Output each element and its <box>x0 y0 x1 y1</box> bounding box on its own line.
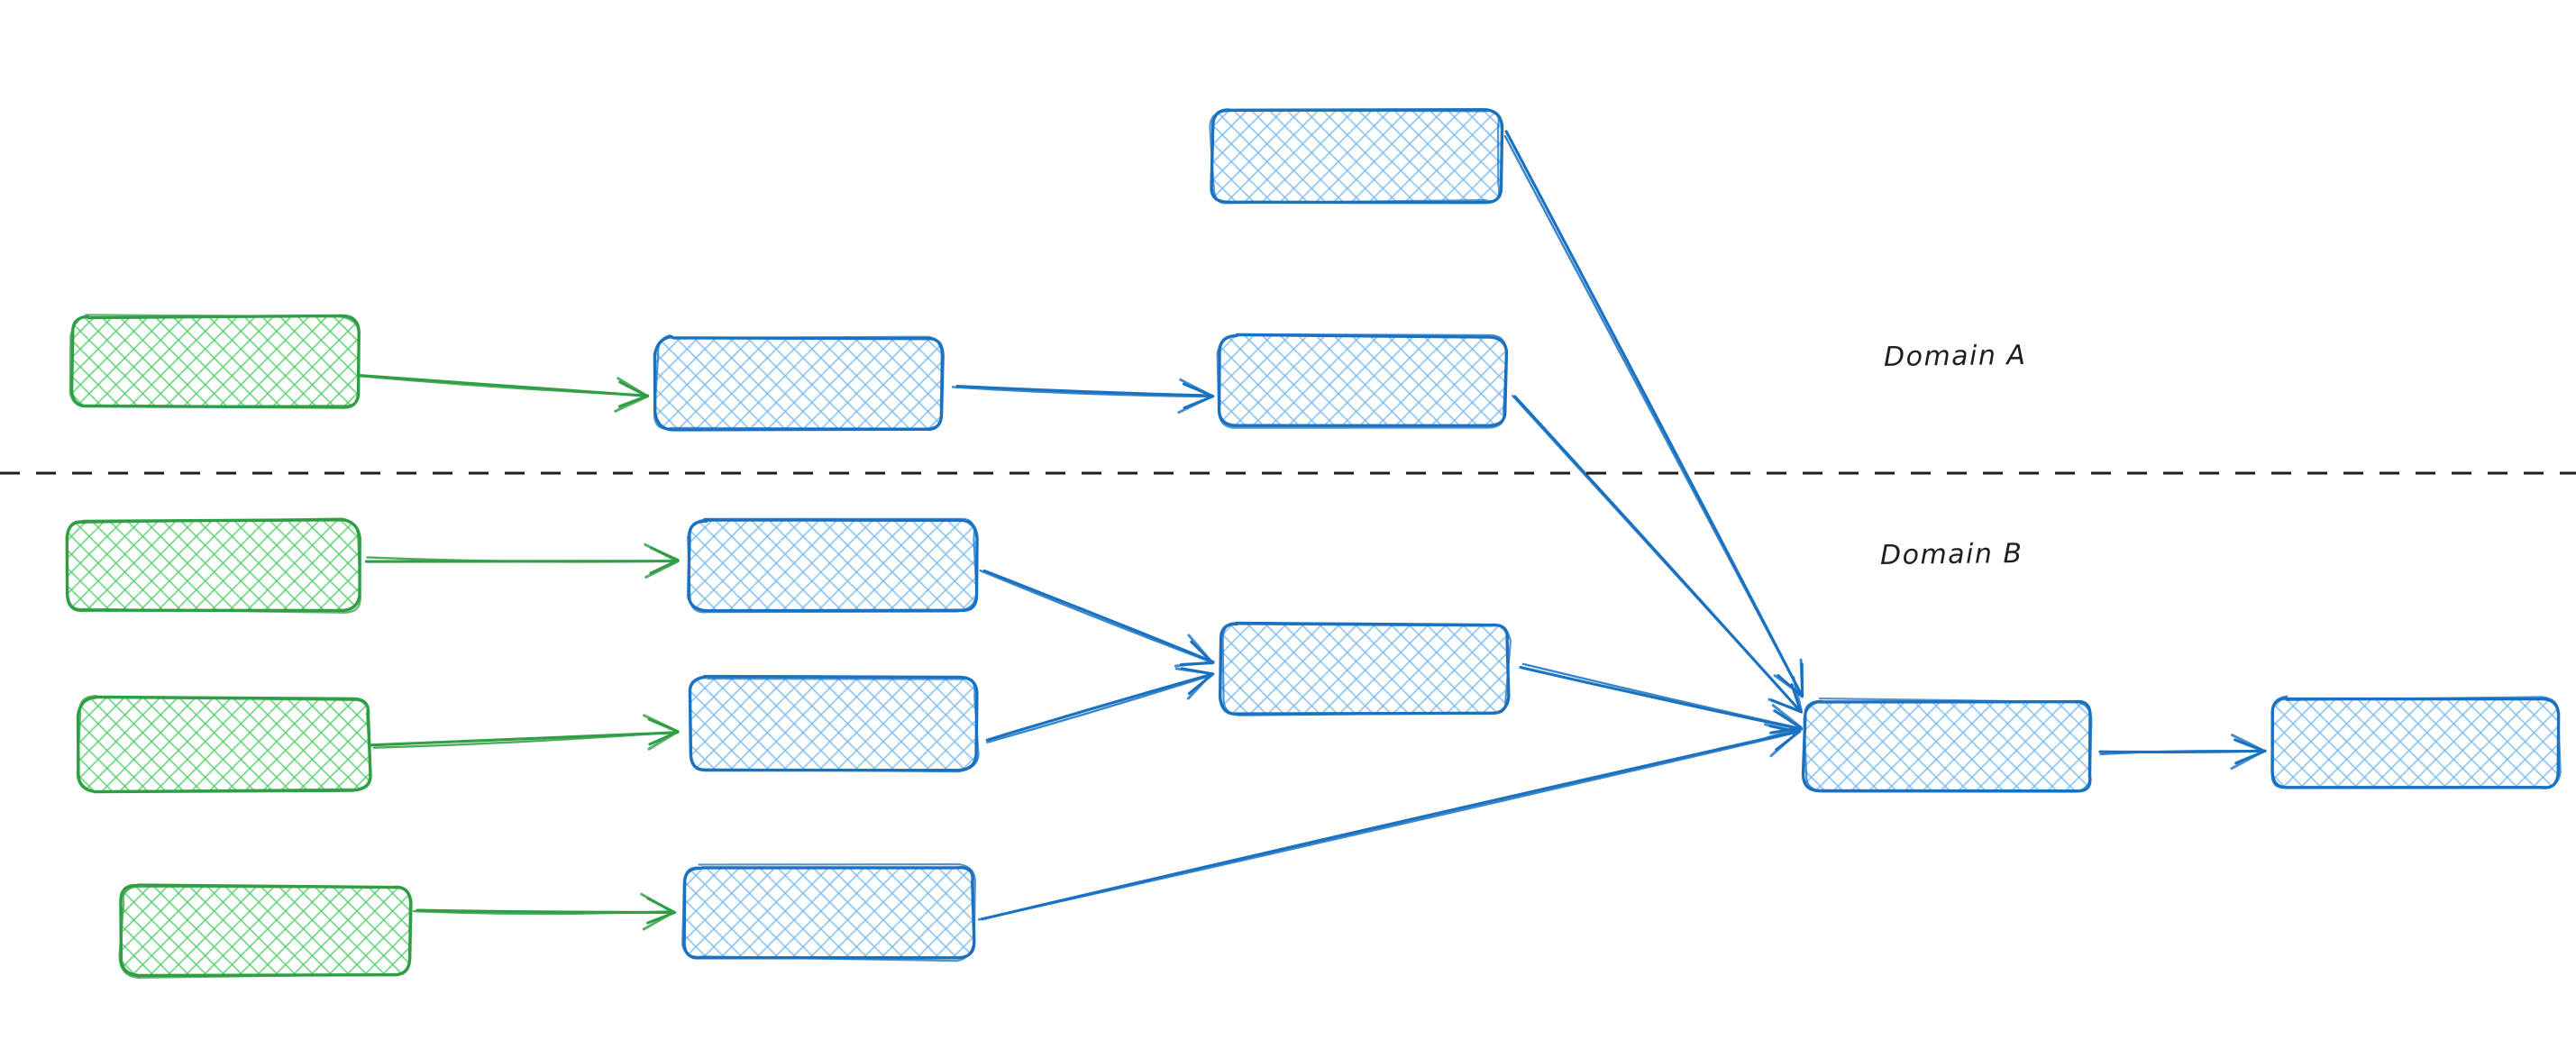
node-fill <box>1212 110 1501 203</box>
edge-stroke <box>977 730 1802 921</box>
node-a-top-1[interactable] <box>1209 107 1504 205</box>
node-fill <box>72 317 359 407</box>
edge-stroke <box>1519 665 1804 731</box>
node-outline <box>653 334 943 430</box>
node-b-proc-1[interactable] <box>687 517 979 614</box>
arrowhead <box>1768 675 1804 713</box>
node-outline <box>118 885 411 980</box>
edge-stroke <box>951 386 1214 398</box>
arrowhead <box>1177 378 1214 415</box>
edge-stroke <box>372 731 680 749</box>
node-outline <box>2270 695 2562 789</box>
edge-stroke <box>982 569 1215 664</box>
arrowhead <box>1763 723 1800 758</box>
arrowhead <box>1174 634 1214 668</box>
node-fill <box>685 867 973 959</box>
node-outline <box>1210 107 1504 205</box>
edge-b-src-3-to-b-proc-3 <box>412 892 677 931</box>
node-fill <box>1221 624 1508 714</box>
edge-b-src-1-to-b-proc-1 <box>364 543 680 579</box>
domain-a-label: Domain A <box>1883 340 2027 373</box>
node-b-sink[interactable] <box>1801 697 2093 793</box>
edge-a-proc-1-to-a-proc-2 <box>951 378 1215 415</box>
edge-layer <box>357 130 2267 931</box>
node-b-src-2[interactable] <box>76 695 372 794</box>
edge-stroke <box>986 673 1213 743</box>
node-outline <box>69 314 361 408</box>
node-layer <box>65 107 2562 980</box>
node-outline <box>1803 697 2093 793</box>
edge-b-proc-3-to-b-sink <box>977 723 1802 921</box>
node-outline <box>76 695 372 793</box>
arrowhead <box>614 377 650 413</box>
node-a-src-1[interactable] <box>69 314 361 409</box>
node-a-proc-1[interactable] <box>653 334 945 432</box>
arrowhead <box>640 892 675 931</box>
arrowhead <box>644 543 680 579</box>
edge-stroke <box>985 672 1214 742</box>
node-b-out[interactable] <box>2270 695 2562 789</box>
node-a-proc-2[interactable] <box>1216 333 1509 429</box>
edge-stroke <box>1521 662 1804 730</box>
node-b-src-1[interactable] <box>65 517 361 614</box>
edge-stroke <box>1512 395 1804 714</box>
node-fill <box>1219 336 1506 426</box>
edge-stroke <box>2099 750 2265 756</box>
edge-stroke <box>412 909 675 916</box>
arrowhead <box>643 714 680 751</box>
edge-b-merge-to-b-sink <box>1519 662 1804 740</box>
node-outline <box>66 517 361 614</box>
node-fill <box>690 521 976 611</box>
node-outline <box>1209 109 1501 205</box>
edge-stroke <box>366 556 679 563</box>
node-b-src-3[interactable] <box>118 883 413 980</box>
node-b-proc-3[interactable] <box>681 862 976 962</box>
edge-b-sink-to-b-out <box>2098 734 2267 771</box>
edge-a-top-1-to-b-sink <box>1503 130 1804 698</box>
node-outline <box>1216 333 1508 429</box>
edge-stroke <box>1503 134 1804 698</box>
edge-stroke <box>358 374 650 397</box>
node-outline <box>1221 622 1512 716</box>
arrowhead <box>1174 667 1213 700</box>
edge-a-proc-2-to-b-sink <box>1512 395 1804 714</box>
edge-a-src-1-to-a-proc-1 <box>357 374 650 413</box>
arrowhead <box>2230 734 2266 771</box>
node-fill <box>656 338 943 430</box>
arrowhead <box>1773 658 1804 698</box>
domain-b-label: Domain B <box>1879 538 2023 571</box>
edge-b-src-2-to-b-proc-2 <box>369 714 680 751</box>
node-fill <box>1804 701 2091 791</box>
node-fill <box>122 886 410 975</box>
node-fill <box>68 521 359 611</box>
node-b-proc-2[interactable] <box>688 674 980 773</box>
node-outline <box>681 862 976 962</box>
edge-b-proc-2-to-b-merge <box>985 667 1215 743</box>
node-b-merge[interactable] <box>1218 621 1512 716</box>
edge-stroke <box>955 384 1214 397</box>
node-fill <box>79 698 370 790</box>
node-fill <box>690 678 976 770</box>
node-fill <box>2271 698 2558 789</box>
node-outline <box>689 677 980 773</box>
edge-stroke <box>979 569 1215 664</box>
edge-b-proc-1-to-b-merge <box>979 569 1215 668</box>
node-outline <box>687 517 978 614</box>
